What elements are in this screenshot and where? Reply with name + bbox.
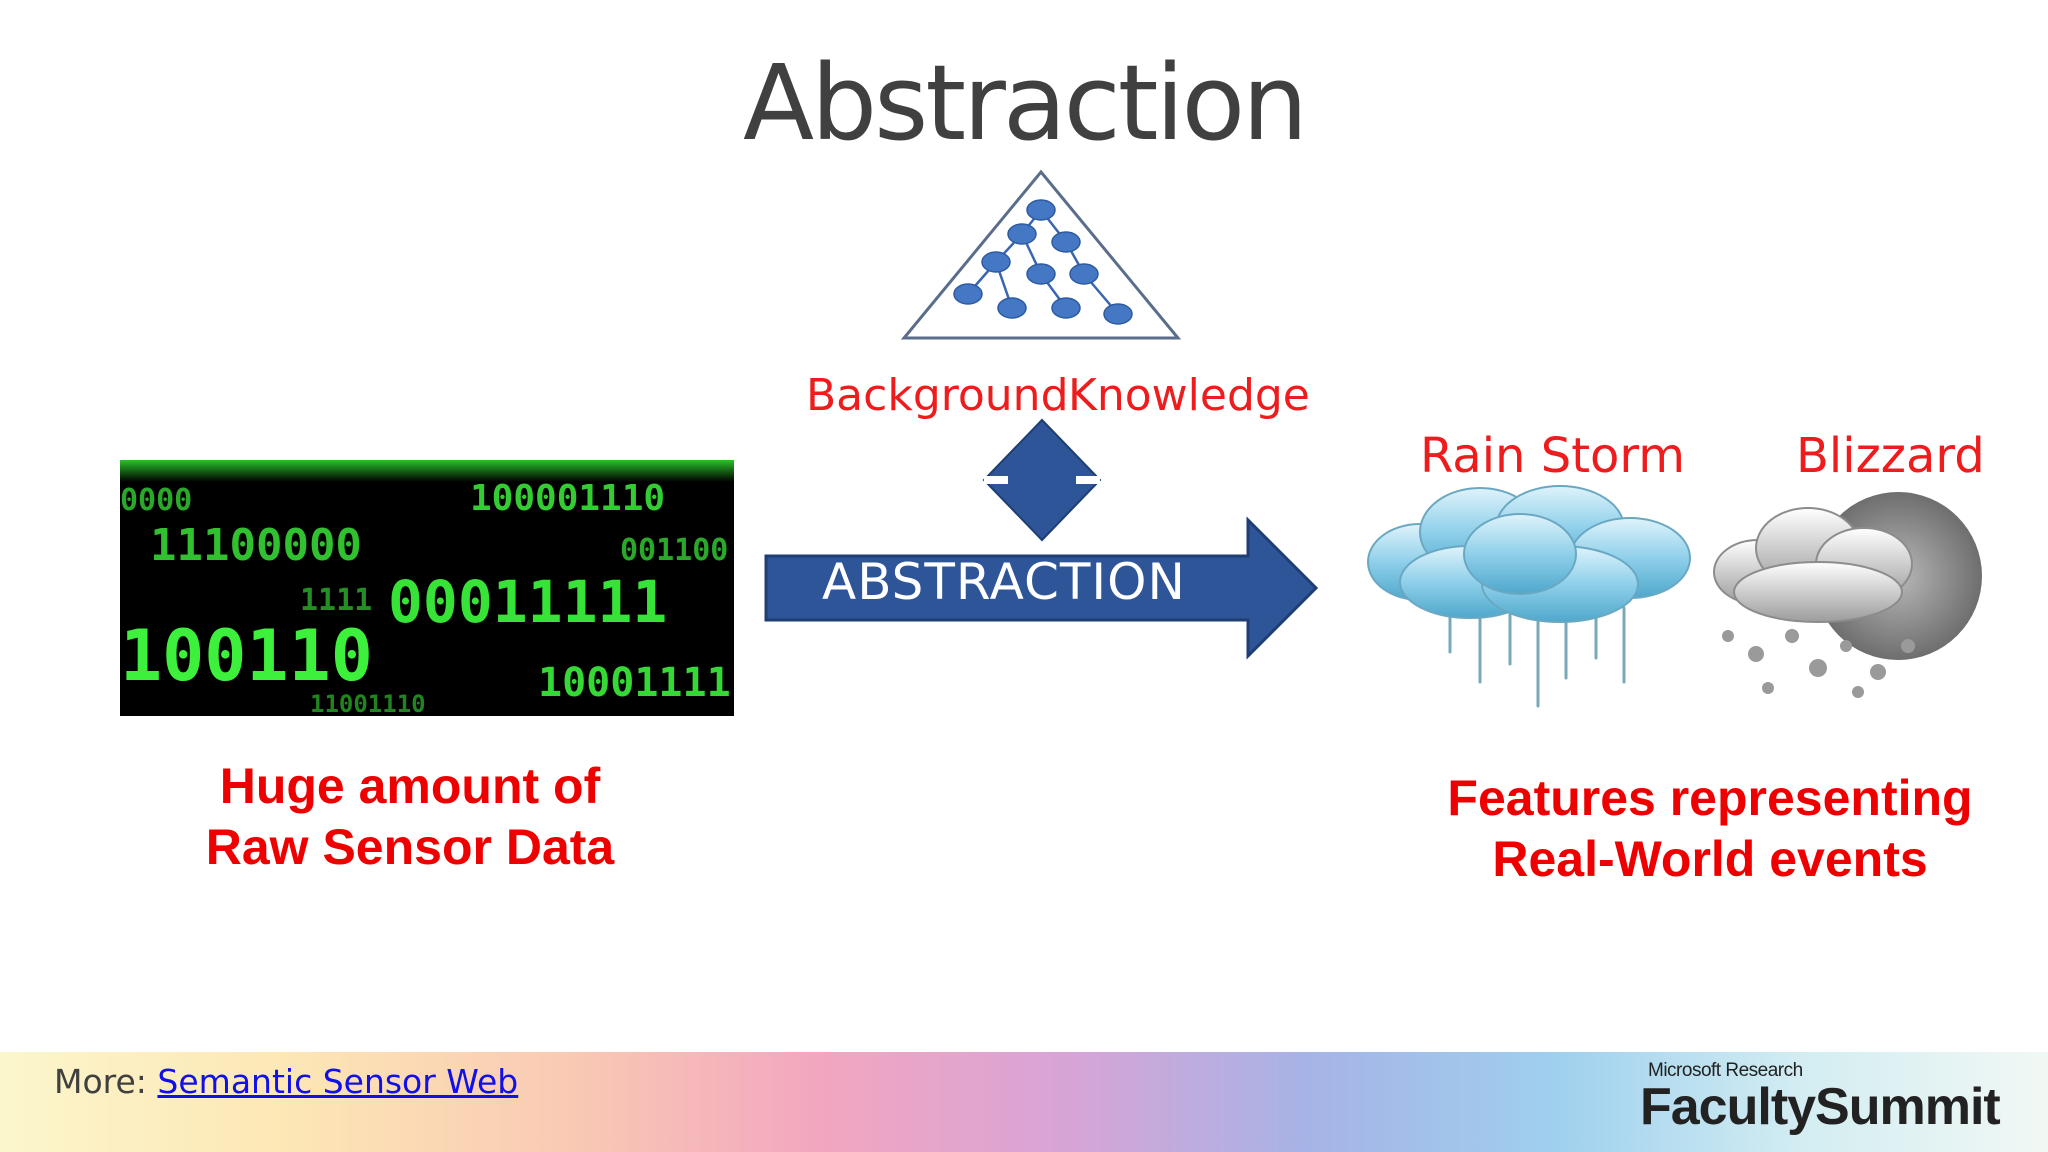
digits-line: 11001110	[310, 690, 426, 716]
rain-storm-icon	[1367, 485, 1691, 708]
knowledge-double-arrow	[982, 418, 1102, 542]
raw-data-caption-line1: Huge amount of	[219, 758, 601, 814]
digits-line: 1111	[300, 583, 372, 618]
digits-line: 001100	[620, 533, 728, 568]
events-caption: Features representing Real-World events	[1400, 768, 2020, 890]
abstraction-arrow	[764, 516, 1319, 660]
blizzard-icon	[1713, 492, 1982, 698]
slide-title: Abstraction	[742, 42, 1308, 164]
events-caption-line2: Real-World events	[1492, 831, 1928, 887]
digits-line: 100110	[120, 615, 373, 697]
events-caption-line1: Features representing	[1447, 770, 1973, 826]
raw-data-caption: Huge amount of Raw Sensor Data	[150, 756, 670, 878]
abstraction-arrow-label: ABSTRACTION	[822, 553, 1186, 611]
brand-main-text: FacultySummit	[1640, 1078, 2001, 1136]
digits-line: 11100000	[150, 520, 362, 571]
knowledge-pyramid-icon	[900, 169, 1182, 340]
knowledge-label: Knowledge	[1068, 370, 1310, 421]
footer-more-prefix: More:	[54, 1062, 158, 1101]
semantic-sensor-web-link[interactable]: Semantic Sensor Web	[157, 1062, 519, 1101]
raw-data-caption-line2: Raw Sensor Data	[205, 819, 615, 875]
brand-top-text: Microsoft Research	[1648, 1060, 1803, 1081]
digits-line: 00011111	[388, 568, 667, 636]
background-label: Background	[806, 370, 1069, 421]
digits-line: 10001111	[538, 660, 731, 706]
blizzard-label: Blizzard	[1796, 428, 1985, 484]
raw-sensor-data-image: 0000 100001110 11100000 001100 1111 0001…	[120, 460, 734, 718]
footer-more: More: Semantic Sensor Web	[54, 1062, 518, 1101]
digits-line: 0000	[120, 483, 192, 518]
footer-gradient-bar	[0, 1052, 2048, 1152]
faculty-summit-logo: Microsoft Research FacultySummit	[1640, 1060, 2010, 1136]
rain-storm-label: Rain Storm	[1420, 428, 1686, 484]
digits-line: 100001110	[470, 478, 665, 519]
binary-digits-graphic: 0000 100001110 11100000 001100 1111 0001…	[120, 460, 734, 718]
